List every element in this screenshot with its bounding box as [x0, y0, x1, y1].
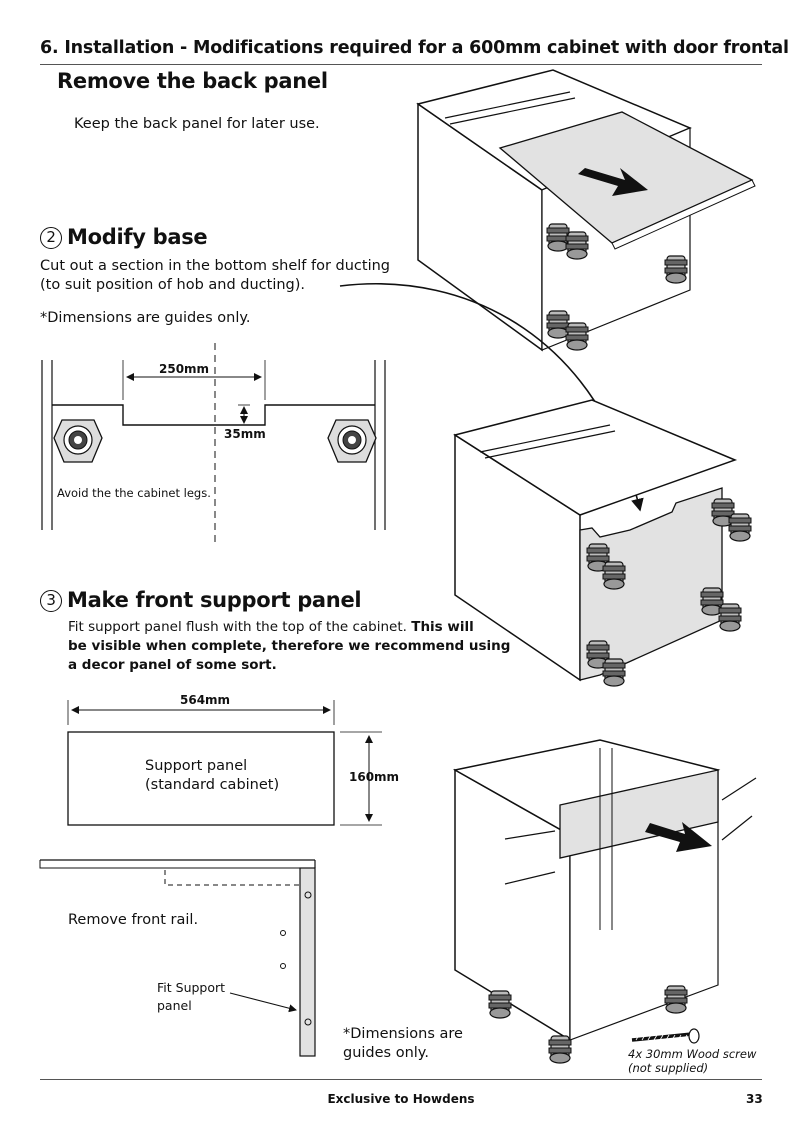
step3-text-plain: Fit support panel flush with the top of …: [68, 619, 412, 635]
step1-text: Keep the back panel for later use.: [74, 116, 320, 132]
legs-note: Avoid the the cabinet legs.: [57, 486, 211, 500]
step3-note-1: *Dimensions are: [343, 1026, 463, 1042]
step3-text-bold-2: be visible when complete, therefore we r…: [68, 638, 511, 654]
panel-label-1: Support panel: [145, 758, 248, 774]
footer-text: Exclusive to Howdens: [327, 1092, 475, 1106]
panel-label-2: (standard cabinet): [145, 777, 280, 793]
step3-text-bold-3: a decor panel of some sort.: [68, 657, 277, 673]
step2-text-1: Cut out a section in the bottom shelf fo…: [40, 258, 391, 274]
step2-number: 2: [40, 227, 62, 249]
page-header-title: 6. Installation - Modifications required…: [40, 38, 789, 58]
cabinet-back-panel-drawing: [416, 69, 756, 352]
screw-label-2: (not supplied): [628, 1061, 709, 1075]
step3-text: Fit support panel flush with the top of …: [68, 618, 518, 675]
step3-heading: Make front support panel: [67, 588, 362, 612]
header-divider: [40, 64, 762, 65]
dim-160mm: 160mm: [349, 770, 400, 784]
fit-support-label-2: panel: [157, 998, 192, 1013]
step3-number: 3: [40, 590, 62, 612]
dim-250mm: 250mm: [159, 362, 210, 376]
step2-text-2: (to suit position of hob and ducting).: [40, 277, 306, 293]
step3-text-bold-1: This will: [411, 619, 474, 635]
step3-note-2: guides only.: [343, 1045, 429, 1061]
step2-note: *Dimensions are guides only.: [40, 310, 251, 326]
footer-divider: [40, 1079, 762, 1080]
screw-label-1: 4x 30mm Wood screw: [628, 1047, 757, 1061]
base-cut-diagram: [41, 343, 386, 545]
remove-rail-label: Remove front rail.: [68, 912, 199, 928]
support-panel-diagram: [67, 700, 382, 826]
page-number: 33: [746, 1092, 763, 1106]
cabinet-support-panel-drawing: [452, 739, 757, 1064]
step2-heading: Modify base: [67, 225, 208, 249]
cabinet-modified-base-drawing: [453, 399, 752, 687]
side-view-diagram: [39, 859, 316, 1057]
step1-heading: Remove the back panel: [57, 69, 328, 93]
dim-564mm: 564mm: [180, 693, 231, 707]
fit-support-label-1: Fit Support: [157, 980, 226, 995]
dim-35mm: 35mm: [224, 427, 266, 441]
